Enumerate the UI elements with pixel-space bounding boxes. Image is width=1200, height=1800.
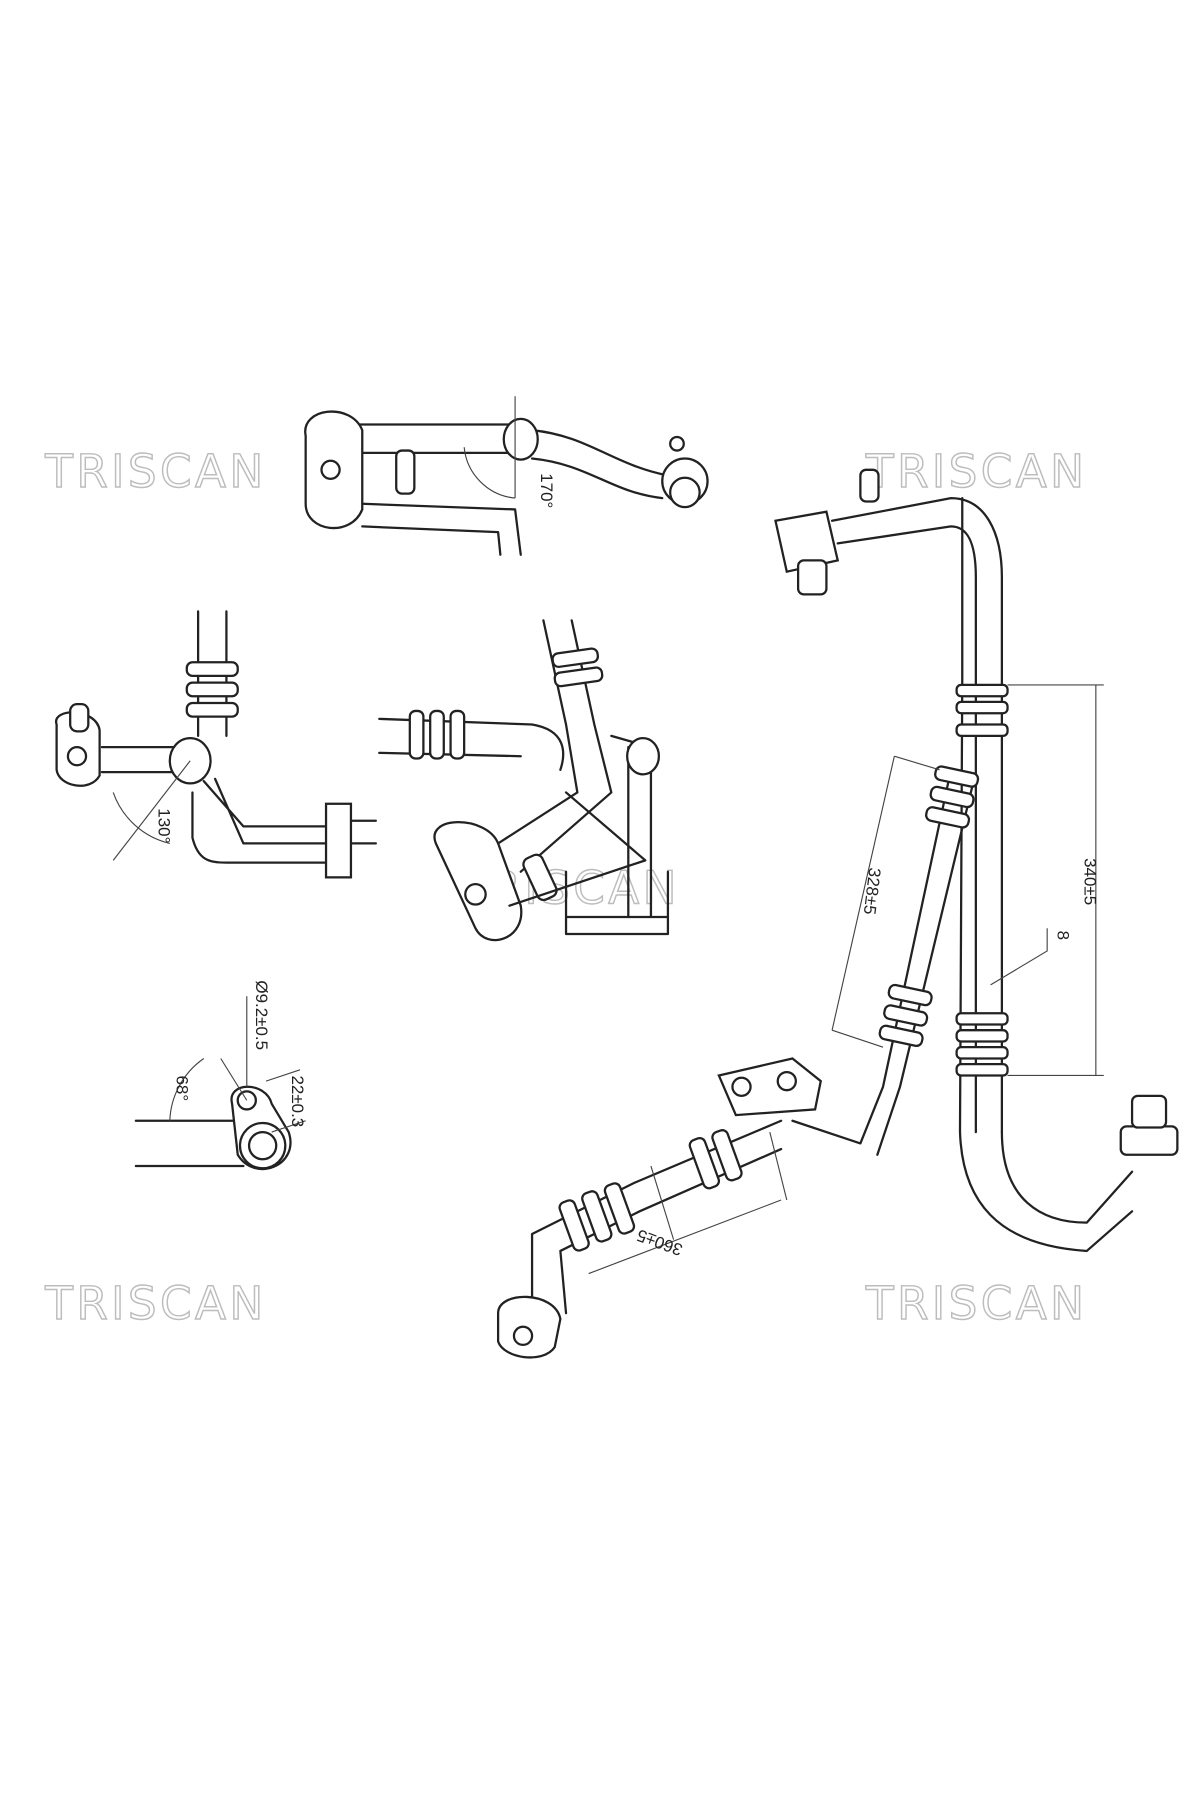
angle-170-label: 170° [537, 473, 556, 508]
hose-center-view [378, 619, 670, 942]
watermark-bottom-right: TRISCAN [865, 1277, 1087, 1330]
angle-68-label: 68° [173, 1075, 192, 1101]
hose-main-view: 340±5 328±5 8 360±5 [496, 468, 1179, 1359]
watermark-top-left: TRISCAN [44, 445, 266, 498]
watermark-bottom-left: TRISCAN [44, 1277, 266, 1330]
diameter-label: Ø9.2±0.5 [252, 980, 271, 1050]
angle-130-label: 130° [154, 808, 173, 843]
length-360-label: 360±5 [634, 1225, 685, 1259]
detail-view: Ø9.2±0.5 68° 22±0.3 [134, 980, 307, 1171]
callout-8-label: 8 [1053, 931, 1072, 940]
length-340-label: 340±5 [1081, 858, 1100, 905]
hose-left-view: 130° [55, 610, 377, 879]
width-22-label: 22±0.3 [288, 1075, 307, 1127]
hose-top-view: 170° [304, 396, 709, 556]
watermark-top-right: TRISCAN [865, 445, 1087, 498]
length-328-label: 328±5 [860, 867, 885, 916]
